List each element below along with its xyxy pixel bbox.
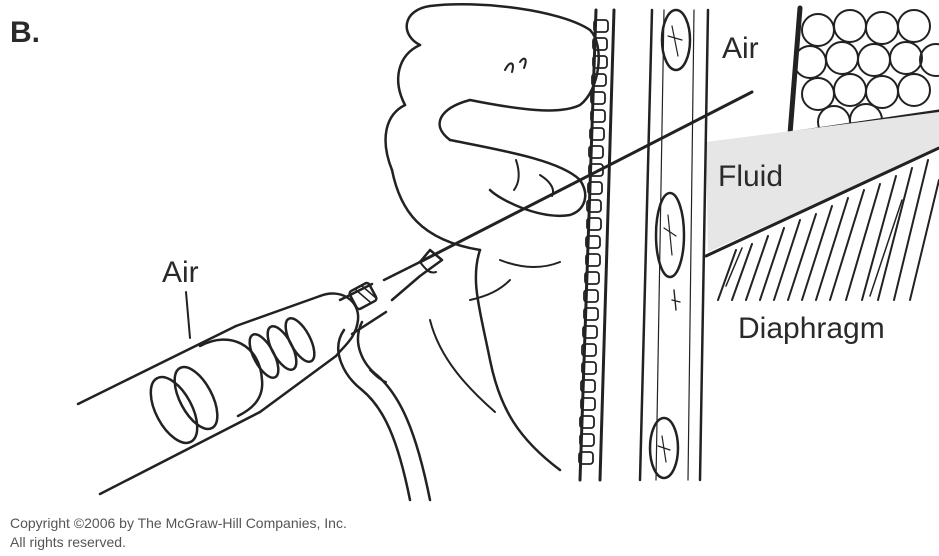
panel-label: B. [10,16,40,49]
syringe [78,250,442,500]
label-air-left: Air [162,256,199,289]
label-air-top: Air [722,32,759,65]
copyright-line-1: Copyright ©2006 by The McGraw-Hill Compa… [10,515,347,531]
label-diaphragm: Diaphragm [738,312,885,345]
label-fluid: Fluid [718,160,783,193]
copyright-line-2: All rights reserved. [10,534,126,550]
air-left-pointer [186,292,190,338]
hand [386,4,599,470]
chest-wall [579,10,708,480]
